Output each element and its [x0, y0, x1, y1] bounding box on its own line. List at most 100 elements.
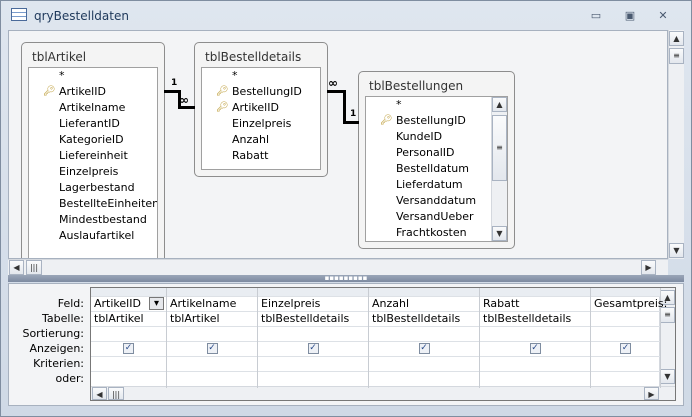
show-checkbox[interactable]: ✓	[123, 343, 134, 354]
table-title: tblArtikel	[32, 50, 87, 64]
grid-row-label: Sortierung:	[22, 327, 84, 340]
show-checkbox[interactable]: ✓	[529, 343, 541, 354]
field-item[interactable]: 🔑︎ArtikelID	[202, 100, 320, 116]
field-item[interactable]: BestellteEinheiten	[29, 196, 157, 212]
scroll-right-arrow[interactable]: ▶	[644, 387, 659, 400]
grid-column[interactable]: Anzahl tblBestelldetails ✓	[369, 288, 480, 388]
field-cell[interactable]: Einzelpreis	[261, 297, 321, 310]
relation-line	[327, 90, 344, 93]
field-item[interactable]: *	[29, 68, 157, 84]
column-selector[interactable]	[480, 288, 590, 296]
field-item[interactable]: Einzelpreis	[202, 116, 320, 132]
field-name: Mindestbestand	[59, 213, 147, 226]
scroll-down-arrow[interactable]: ▼	[660, 369, 675, 384]
table-cell[interactable]: tblBestelldetails	[261, 312, 350, 325]
show-checkbox[interactable]: ✓	[206, 343, 218, 354]
grid-row-label: oder:	[55, 372, 84, 385]
field-item[interactable]: Auslaufartikel	[29, 228, 157, 244]
field-item[interactable]: *	[202, 68, 320, 84]
field-item[interactable]: KategorieID	[29, 132, 157, 148]
relation-one-label: 1	[350, 109, 357, 119]
column-selector[interactable]	[167, 288, 257, 296]
close-button[interactable]: ✕	[658, 9, 668, 22]
field-cell[interactable]: Artikelname	[170, 297, 237, 310]
table-cell[interactable]: tblBestelldetails	[372, 312, 461, 325]
field-item[interactable]: Frachtkosten	[366, 225, 507, 241]
grid-row-label: Kriterien:	[33, 357, 84, 370]
field-name: BestellungID	[232, 85, 302, 98]
field-item[interactable]: Liefereinheit	[29, 148, 157, 164]
field-item[interactable]: Rabatt	[202, 148, 320, 164]
scroll-down-arrow[interactable]: ▼	[492, 226, 507, 241]
field-item[interactable]: 🔑︎BestellungID	[202, 84, 320, 100]
diagram-vertical-scrollbar[interactable]: ▲ ≡ ▼	[668, 30, 684, 259]
scroll-left-arrow[interactable]: ◀	[9, 260, 24, 275]
dropdown-arrow-icon[interactable]: ▾	[149, 297, 164, 310]
field-item[interactable]: Mindestbestand	[29, 212, 157, 228]
field-item[interactable]: Lagerbestand	[29, 180, 157, 196]
scroll-down-arrow[interactable]: ▼	[669, 243, 684, 258]
field-item[interactable]: Anzahl	[202, 132, 320, 148]
minimize-button[interactable]: ▭	[590, 9, 602, 22]
scroll-up-arrow[interactable]: ▲	[669, 31, 684, 46]
scroll-left-arrow[interactable]: ◀	[92, 387, 107, 400]
show-checkbox[interactable]: ✓	[307, 343, 319, 354]
table-cell[interactable]: tblBestelldetails	[483, 312, 572, 325]
field-name: BestellteEinheiten	[59, 197, 158, 210]
field-name: Anzahl	[232, 133, 270, 146]
scroll-thumb[interactable]: ≡	[660, 307, 675, 323]
relation-line	[164, 90, 180, 93]
field-list-scrollbar[interactable]: ▲ ≡ ▼	[491, 97, 507, 241]
diagram-horizontal-scrollbar[interactable]: ◀ ||| ▶	[8, 259, 668, 275]
column-selector[interactable]	[369, 288, 479, 296]
restore-button[interactable]: ▣	[624, 9, 636, 22]
table-cell[interactable]: tblArtikel	[170, 312, 220, 325]
field-item[interactable]: 🔑︎ArtikelID	[29, 84, 157, 100]
scroll-thumb[interactable]: |||	[108, 387, 124, 400]
grid-column[interactable]: ArtikelID tblArtikel ✓ ▾	[91, 288, 167, 388]
field-item[interactable]: PersonalID	[366, 145, 507, 161]
field-item[interactable]: Einzelpreis	[29, 164, 157, 180]
field-item[interactable]: *	[366, 97, 507, 113]
pane-splitter[interactable]: ▪▪▪▪▪▪▪▪▪	[8, 275, 684, 282]
grid-column[interactable]: Einzelpreis tblBestelldetails ✓	[258, 288, 369, 388]
primary-key-icon: 🔑︎	[380, 115, 393, 126]
field-item[interactable]: Artikelname	[29, 100, 157, 116]
grid-column[interactable]: Artikelname tblArtikel ✓	[167, 288, 258, 388]
field-item[interactable]: LieferantID	[29, 116, 157, 132]
grid-vertical-scrollbar[interactable]: ▲ ≡ ▼	[659, 288, 675, 386]
field-cell[interactable]: Anzahl	[372, 297, 410, 310]
field-name: VersandUeber	[396, 210, 474, 223]
field-cell[interactable]: ArtikelID	[94, 297, 141, 310]
column-selector[interactable]	[591, 288, 660, 296]
field-item[interactable]: Versanddatum	[366, 193, 507, 209]
scroll-thumb[interactable]: ≡	[492, 115, 507, 181]
field-item[interactable]: VersandUeber	[366, 209, 507, 225]
column-selector[interactable]	[258, 288, 368, 296]
table-title: tblBestelldetails	[205, 50, 302, 64]
table-box-tblBestelldetails[interactable]: tblBestelldetails * 🔑︎BestellungID🔑︎Artik…	[194, 42, 328, 177]
scroll-right-arrow[interactable]: ▶	[641, 260, 656, 275]
scroll-up-arrow[interactable]: ▲	[492, 97, 507, 112]
grid-horizontal-scrollbar[interactable]: ◀ ||| ▶	[91, 386, 675, 400]
column-selector[interactable]	[91, 288, 166, 296]
field-item[interactable]: KundeID	[366, 129, 507, 145]
grid-column[interactable]: Rabatt tblBestelldetails ✓	[480, 288, 591, 388]
field-cell[interactable]: Rabatt	[483, 297, 520, 310]
scroll-thumb[interactable]: |||	[26, 260, 42, 275]
field-item[interactable]: Lieferdatum	[366, 177, 507, 193]
show-checkbox[interactable]: ✓	[620, 343, 631, 354]
field-name: *	[396, 98, 402, 111]
grid-column[interactable]: Gesamtpreis: ✓	[591, 288, 667, 388]
show-checkbox[interactable]: ✓	[418, 343, 430, 354]
field-item[interactable]: Bestelldatum	[366, 161, 507, 177]
scroll-thumb[interactable]: ≡	[669, 48, 684, 64]
field-name: *	[232, 69, 238, 82]
table-cell[interactable]: tblArtikel	[94, 312, 144, 325]
field-cell[interactable]: Gesamtpreis:	[594, 297, 668, 310]
field-name: Lagerbestand	[59, 181, 135, 194]
field-item[interactable]: 🔑︎BestellungID	[366, 113, 507, 129]
